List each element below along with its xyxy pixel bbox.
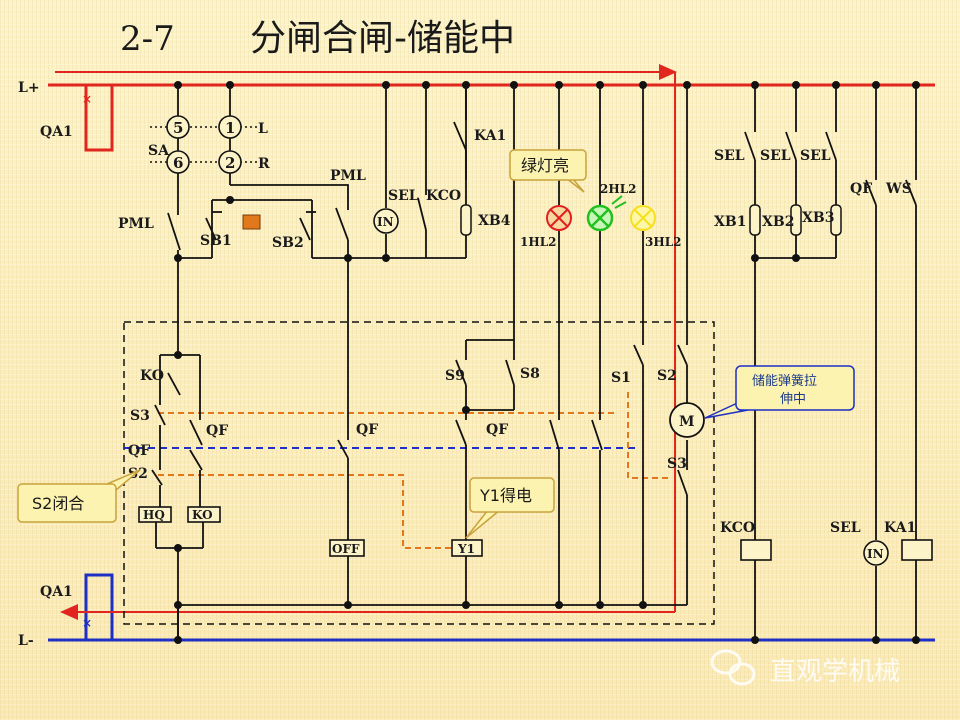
callout-y1-energized: Y1得电: [465, 477, 555, 539]
callout-s2-closed-text: S2闭合: [32, 494, 84, 513]
label-s3-left: S3: [130, 408, 150, 424]
label-ka1-bottom: KA1: [884, 520, 916, 536]
label-sel-2: SEL: [760, 148, 791, 164]
circuit-wires: [155, 85, 917, 640]
coil-off: OFF: [332, 542, 360, 556]
indicator-square: [242, 214, 261, 230]
label-qf-right: QF: [850, 181, 872, 197]
meter-in-bottom: [863, 540, 889, 566]
lamp-red-icon: [546, 205, 572, 231]
label-sel-bottom: SEL: [830, 520, 861, 536]
label-sb1: SB1: [200, 233, 232, 249]
sa-contact-6: 6: [173, 154, 183, 172]
label-sel-1: SEL: [714, 148, 745, 164]
label-xb2: XB2: [762, 214, 794, 230]
wechat-logo-icon: [710, 649, 756, 686]
breaker-qa1-top-label: QA1: [40, 124, 73, 140]
junction-dots: [174, 81, 920, 644]
motor-label: M: [679, 414, 695, 430]
label-s1: S1: [611, 370, 631, 386]
callout-spring: 储能弹簧拉 伸中: [704, 365, 855, 419]
orange-dashed-paths: [158, 392, 668, 549]
label-xb3: XB3: [802, 210, 834, 226]
connection-plates: [460, 204, 842, 236]
callout-green-light-text: 绿灯亮: [521, 156, 569, 175]
breaker-top-cross-icon: ×: [82, 92, 92, 106]
label-s3-right: S3: [667, 456, 687, 472]
label-ka1-top: KA1: [474, 128, 506, 144]
label-s9: S9: [445, 368, 465, 384]
label-qf-y1: QF: [486, 422, 508, 438]
label-3hl2: 3HL2: [645, 235, 681, 249]
lamp-yellow-icon: [630, 205, 656, 231]
callout-spring-text-2: 伸中: [780, 392, 806, 407]
sa-selector-switch: [150, 115, 258, 174]
callout-s2-closed: S2闭合: [17, 469, 141, 523]
sa-contact-5: 5: [173, 119, 183, 137]
label-qf-left-2: QF: [128, 443, 150, 459]
label-ws: WS: [885, 181, 912, 197]
coil-ko: KO: [192, 508, 213, 522]
lamp-green-icon: [586, 195, 627, 232]
coil-y1: Y1: [457, 542, 475, 556]
breaker-bottom-cross-icon: ×: [82, 616, 92, 630]
rail-negative-label: L-: [18, 633, 34, 649]
positive-rail: [48, 83, 935, 152]
label-xb1: XB1: [714, 214, 746, 230]
negative-rail: [48, 573, 935, 642]
label-2hl2: 2HL2: [600, 182, 636, 196]
callout-spring-text-1: 储能弹簧拉: [752, 373, 817, 389]
title-number: 2-7: [120, 19, 175, 59]
label-xb4: XB4: [478, 213, 511, 229]
label-s2-left: S2: [128, 466, 148, 482]
label-pml-top: PML: [330, 168, 366, 184]
label-sb2: SB2: [272, 235, 304, 251]
label-pml-left: PML: [118, 216, 154, 232]
label-1hl2: 1HL2: [520, 235, 556, 249]
callout-green-light: 绿灯亮: [509, 149, 587, 193]
label-sel-mid: SEL: [388, 188, 419, 204]
sa-contact-2: 2: [225, 154, 235, 172]
mechanism-enclosure: [123, 321, 715, 625]
label-kco-bottom: KCO: [720, 520, 755, 536]
sa-l-label: L: [258, 121, 268, 137]
label-ko: KO: [140, 368, 164, 384]
meter-in-bottom-label: IN: [867, 547, 884, 561]
watermark-text: 直观学机械: [770, 657, 900, 687]
label-sel-3: SEL: [800, 148, 831, 164]
label-qf-left-1: QF: [206, 423, 228, 439]
meter-in-top-label: IN: [377, 215, 394, 229]
breaker-qa1-bottom-label: QA1: [40, 584, 73, 600]
sa-contact-1: 1: [225, 119, 235, 137]
current-flow-arrows: [55, 64, 677, 620]
callout-y1-energized-text: Y1得电: [479, 486, 532, 505]
sa-r-label: R: [258, 156, 270, 172]
meter-in-top: [373, 208, 399, 234]
switch-contacts: [151, 121, 917, 496]
motor: [669, 402, 705, 438]
title-text: 分闸合闸-储能中: [250, 18, 515, 59]
label-s8: S8: [520, 366, 540, 382]
coil-hq: HQ: [143, 508, 165, 522]
sa-label: SA: [148, 143, 170, 159]
label-qf-mid: QF: [356, 422, 378, 438]
coil-boxes: [138, 506, 933, 561]
rail-positive-label: L+: [18, 80, 40, 96]
label-s2-right: S2: [657, 368, 677, 384]
label-kco-mid: KCO: [426, 188, 461, 204]
